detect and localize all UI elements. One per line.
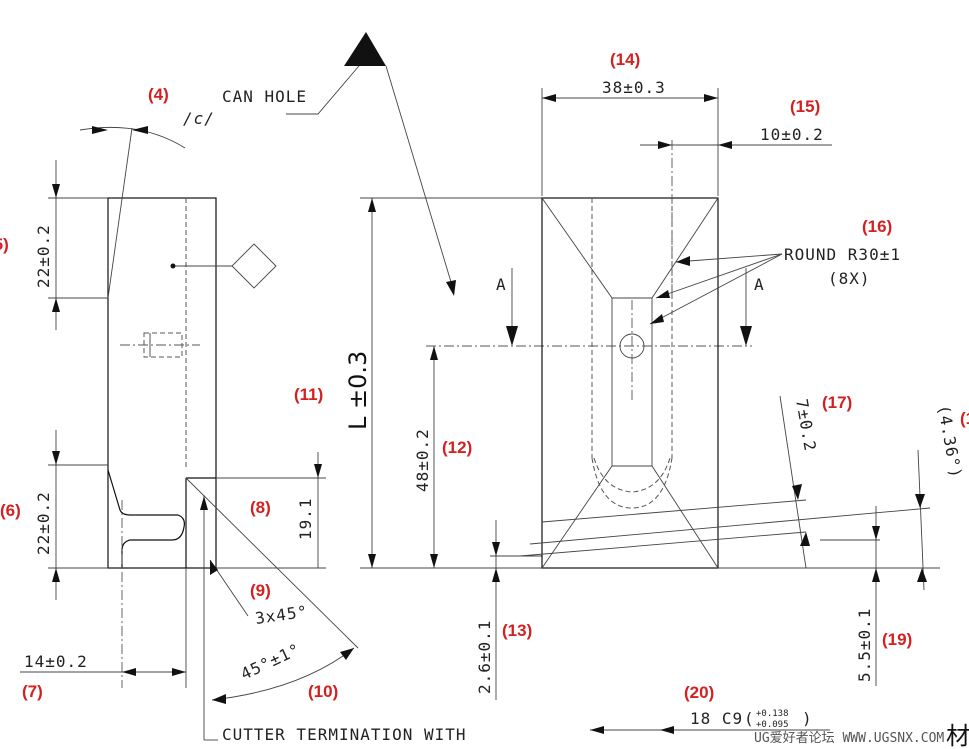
- angle-text: 45°±1°: [238, 639, 304, 683]
- callout-4: (4): [148, 85, 169, 104]
- callout-8: (8): [250, 498, 271, 517]
- round-note: ROUND R30±1 (8X): [649, 245, 901, 325]
- dim-55: 5.5±0.1: [855, 506, 880, 686]
- can-hole-text: CAN HOLE: [222, 87, 307, 106]
- callout-5: (5): [0, 235, 9, 254]
- datum-diamond-icon: [231, 243, 277, 289]
- callout-14: (14): [610, 50, 640, 69]
- dim-26-text: 2.6±0.1: [475, 620, 494, 694]
- bottom-profile: 7±0.2: [519, 395, 940, 569]
- dim-10: 10±0.2: [640, 125, 832, 149]
- dim-55-text: 5.5±0.1: [855, 608, 874, 682]
- callout-11: (11): [294, 385, 323, 404]
- callout-12: (12): [442, 438, 472, 457]
- tol-upper: +0.138: [756, 709, 789, 719]
- dim-14: 14±0.2: [20, 652, 186, 676]
- callout-10: (10): [308, 682, 338, 701]
- dim-19-text: 19.1: [296, 497, 315, 540]
- cutter-text: CUTTER TERMINATION WITH: [222, 725, 467, 744]
- dim-22-upper-text: 22±0.2: [34, 224, 53, 288]
- dim-18c9: 18 C9 ( +0.138 +0.095 ): [590, 709, 830, 734]
- callout-17: (17): [822, 393, 852, 412]
- dim-angle-436: (4.36°): [915, 403, 966, 591]
- chamfer-text: 3x45°: [254, 602, 309, 628]
- section-a-right: A: [754, 275, 765, 294]
- dim-22-upper: 22±0.2: [34, 160, 108, 330]
- cutter-angle: 3x45° 45°±1° CUTTER TERMINATION WITH: [185, 477, 467, 744]
- flatness-arc: /c/: [79, 109, 215, 299]
- paren-close: ): [802, 709, 813, 728]
- callout-20: (20): [684, 683, 714, 702]
- dim-48: 48±0.2: [413, 345, 752, 568]
- dim-18-text: 18 C9: [690, 709, 743, 728]
- dim-38: 38±0.3: [541, 78, 719, 196]
- dim-10-text: 10±0.2: [760, 125, 824, 144]
- callout-16: (16): [862, 217, 892, 236]
- dim-14-text: 14±0.2: [24, 652, 88, 671]
- dim-26: 2.6±0.1: [475, 520, 542, 700]
- callout-7: (7): [22, 682, 43, 701]
- watermark: UG爱好者论坛 WWW.UGSNX.COM: [754, 731, 944, 746]
- callouts: (4) (5) (6) (7) (8) (9) (10) (11) (12) (…: [0, 50, 969, 702]
- corner-glyph: 材: [946, 722, 969, 749]
- dim-38-text: 38±0.3: [602, 78, 666, 97]
- triangle-marker-icon: [344, 32, 386, 66]
- dim-22-lower-text: 22±0.2: [34, 491, 53, 555]
- round-count-text: (8X): [828, 269, 871, 288]
- dim-7-text: 7±0.2: [792, 397, 820, 453]
- section-a-left: A: [496, 275, 507, 294]
- can-hole-note: CAN HOLE: [222, 32, 456, 296]
- callout-9: (9): [250, 581, 271, 600]
- callout-6: (6): [0, 501, 21, 520]
- length-text: L ±0.3: [344, 351, 372, 430]
- dim-length: L ±0.3: [344, 197, 542, 569]
- paren-open: (: [744, 709, 755, 728]
- dim-48-text: 48±0.2: [413, 428, 432, 492]
- side-view: [107, 197, 277, 688]
- c-mark: /c/: [183, 109, 215, 128]
- section-markers: A A: [496, 268, 765, 346]
- callout-19: (19): [882, 630, 912, 649]
- dim-22-lower: 22±0.2: [34, 430, 108, 600]
- callout-18: (18): [960, 409, 969, 428]
- tol-lower: +0.095: [756, 720, 789, 730]
- dim-19: 19.1: [210, 452, 326, 569]
- callout-15: (15): [790, 97, 820, 116]
- callout-13: (13): [502, 621, 532, 640]
- round-text: ROUND R30±1: [784, 245, 901, 264]
- front-view: [541, 140, 719, 569]
